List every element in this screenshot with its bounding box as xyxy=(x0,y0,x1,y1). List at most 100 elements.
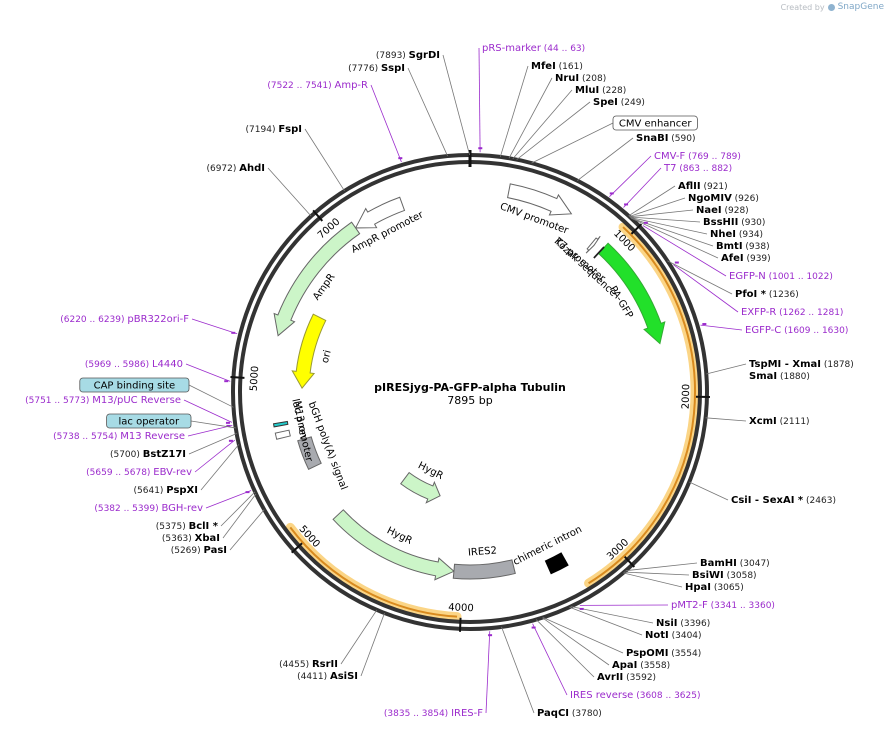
primer-leader-egfp-n-4 xyxy=(642,225,727,277)
site-label-smai-18: SmaI (1880) xyxy=(749,371,810,382)
site-position: (1880) xyxy=(777,372,810,382)
site-name: RsrII xyxy=(312,659,338,670)
site-name: NotI xyxy=(645,630,669,641)
ring-tick-label-2000: 2000 xyxy=(681,384,693,410)
primer-range: (1262 .. 1281) xyxy=(776,308,843,318)
site-position: (5641) xyxy=(134,486,167,496)
site-leader-nrui-5 xyxy=(508,77,553,159)
primer-label-exfp-r-5: EXFP-R (1262 .. 1281) xyxy=(741,307,843,318)
site-position: (5375) xyxy=(156,522,189,532)
site-name: PspOMI xyxy=(626,648,668,659)
site-name: NsiI xyxy=(656,618,677,629)
site-leader-nsii-24 xyxy=(570,606,654,624)
site-leader-pfoi-16 xyxy=(667,260,733,295)
site-position: (926) xyxy=(732,194,759,204)
credit-text: Created by xyxy=(780,2,825,12)
primer-leader-t7-3 xyxy=(623,167,662,208)
site-position: (6972) xyxy=(206,164,239,174)
site-position: (939) xyxy=(744,254,771,264)
site-position: (590) xyxy=(668,134,695,144)
feature-m13-rev-12 xyxy=(272,420,289,428)
primer-label-ires-f-9: (3835 .. 3854) IRES-F xyxy=(384,708,483,719)
site-position: (930) xyxy=(738,218,765,228)
site-label-mfei-4: MfeI (161) xyxy=(531,61,583,72)
ring-tick-label-6000: 5000 xyxy=(249,365,262,391)
site-name: SnaBI xyxy=(636,133,668,144)
site-leader-aflii-9 xyxy=(628,185,676,217)
center-title: pIRESjyg-PA-GFP-alpha Tubulin 7895 bp xyxy=(374,381,566,407)
box-leader-lac-operator xyxy=(190,420,236,429)
site-position: (3592) xyxy=(623,673,656,683)
site-leader-pspxi-35 xyxy=(200,444,240,491)
box-label-cap-binding-site: CAP binding site xyxy=(94,381,176,392)
primer-leader-m13-puc-reverse-12 xyxy=(183,399,233,423)
primer-range: (5969 .. 5986) xyxy=(85,360,152,370)
feature-label-hygr-8: HygR xyxy=(385,525,414,547)
site-label-nhei-13: NheI (934) xyxy=(710,229,763,240)
site-position: (3047) xyxy=(737,559,770,569)
site-label-bmti-14: BmtI (938) xyxy=(716,241,770,252)
primer-label-l4440-11: (5969 .. 5986) L4440 xyxy=(85,359,183,370)
site-position: (3554) xyxy=(668,649,701,659)
site-label-bstz17i-36: (5700) BstZ17I xyxy=(110,449,186,460)
site-leader-xbai-33 xyxy=(222,493,257,539)
site-name: BclI * xyxy=(189,521,219,532)
site-label-aflii-9: AflII (921) xyxy=(678,181,728,192)
site-leader-apai-27 xyxy=(542,617,610,666)
site-position: (921) xyxy=(701,182,728,192)
primer-name: Amp-R xyxy=(335,80,369,91)
site-position: (3558) xyxy=(637,661,670,671)
primer-label-amp-r-1: (7522 .. 7541) Amp-R xyxy=(267,80,368,91)
primer-label-pmt2-f-7: pMT2-F (3341 .. 3360) xyxy=(671,600,775,611)
feature-lac-promoter-11 xyxy=(274,429,291,440)
site-name: FspI xyxy=(278,124,302,135)
snapgene-logo-icon xyxy=(827,3,835,11)
primer-leader-pbr322ori-f-10 xyxy=(191,318,238,335)
site-label-mlui-6: MluI (228) xyxy=(575,85,626,96)
primer-range: (44 .. 63) xyxy=(541,44,585,54)
site-position: (7194) xyxy=(246,125,279,135)
site-label-pfoi-16: PfoI * (1236) xyxy=(735,289,799,300)
ring-tick-label-4000: 4000 xyxy=(448,602,474,614)
primer-name: EGFP-N xyxy=(729,271,766,282)
plasmid-length: 7895 bp xyxy=(447,394,492,407)
feature-bgh-poly-a-signal-6 xyxy=(297,436,322,470)
site-name: NheI xyxy=(710,229,736,240)
site-label-bcli-32: (5375) BclI * xyxy=(156,521,219,532)
box-leader-cmv-enhancer xyxy=(531,122,614,164)
ring-tick-1000 xyxy=(630,223,643,235)
site-position: (1236) xyxy=(766,290,799,300)
site-leader-mlui-6 xyxy=(512,89,573,160)
site-label-nrui-5: NruI (208) xyxy=(555,73,606,84)
feature-ori-5 xyxy=(291,313,327,390)
site-name: BmtI xyxy=(716,241,743,252)
site-leader-afei-15 xyxy=(630,217,719,259)
site-position: (4455) xyxy=(279,660,312,670)
site-name: XcmI xyxy=(749,416,777,427)
ring-tick-4000 xyxy=(458,617,462,632)
site-position: (2463) xyxy=(803,496,836,506)
site-label-xbai-33: (5363) XbaI xyxy=(162,533,220,544)
primer-name: CMV-F xyxy=(654,151,685,162)
primer-label-m13-puc-reverse-12: (5751 .. 5773) M13/pUC Reverse xyxy=(25,395,181,406)
primer-name: IRES-F xyxy=(451,708,483,719)
primer-name: T7 xyxy=(663,163,676,174)
feature-label-ires2-9: IRES2 xyxy=(468,545,498,558)
site-label-csii-sexai-20: CsiI - SexAI * (2463) xyxy=(731,495,836,506)
site-name: AsiSI xyxy=(330,671,358,682)
primer-leader-cmv-f-2 xyxy=(609,155,652,197)
site-label-xcmi-19: XcmI (2111) xyxy=(749,416,810,427)
site-name: HpaI xyxy=(685,582,711,593)
primer-range: (1609 .. 1630) xyxy=(781,326,848,336)
primer-leader-m13-reverse-13 xyxy=(187,424,233,437)
primer-name: BGH-rev xyxy=(161,503,203,514)
plasmid-name: pIRESjyg-PA-GFP-alpha Tubulin xyxy=(374,381,566,394)
highlight-arc-line-1 xyxy=(289,526,458,618)
site-label-fspi-2: (7194) FspI xyxy=(246,124,302,135)
site-leader-bcli-32 xyxy=(220,491,256,527)
site-name: BssHII xyxy=(703,217,738,228)
site-label-sgrdi-0: (7893) SgrDI xyxy=(376,50,440,61)
site-leader-nhei-13 xyxy=(630,217,708,235)
site-label-bamhi-21: BamHI (3047) xyxy=(700,558,770,569)
site-name: NgoMIV xyxy=(688,193,732,204)
